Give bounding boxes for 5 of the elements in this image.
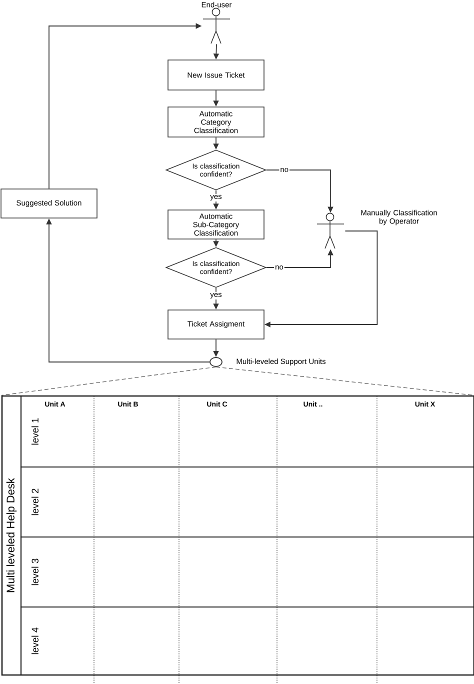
connector-line <box>1 366 216 396</box>
connector-line <box>216 366 474 396</box>
table-row: level 4 <box>20 606 474 676</box>
table-row: level 2 <box>20 466 474 538</box>
table-row: level 3 <box>20 536 474 608</box>
